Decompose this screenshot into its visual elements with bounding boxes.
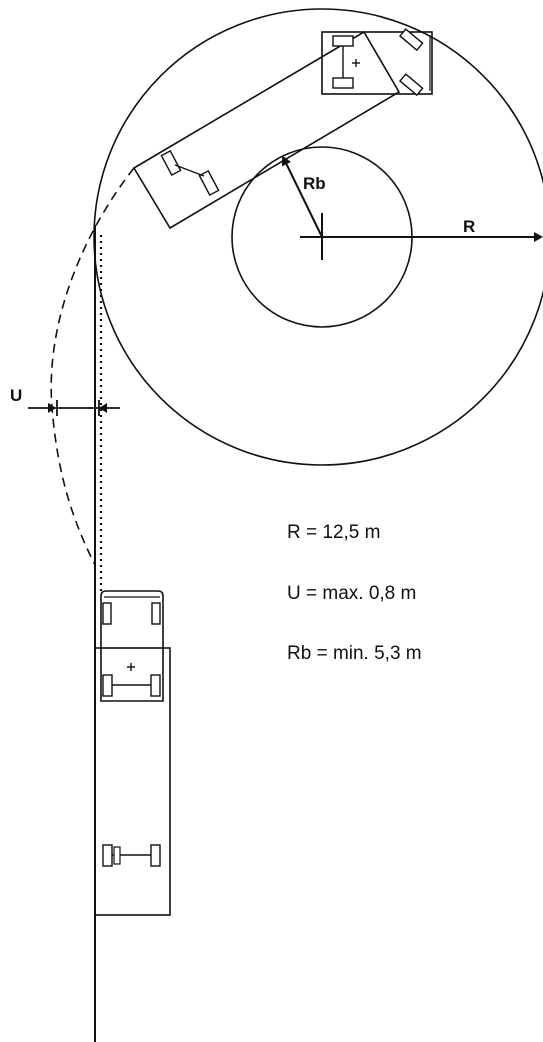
- trailer-axle-straight: [102, 844, 161, 867]
- trailer-axle-rotated: [160, 149, 220, 197]
- label-u: U: [10, 386, 22, 405]
- radius-r-arrowhead: [534, 232, 543, 242]
- cab-front-wheel-bottom: [399, 73, 424, 97]
- label-r: R: [463, 217, 475, 236]
- u-arrow-left: [48, 403, 56, 413]
- trailer-body-straight: [94, 647, 171, 916]
- cab-rotated: [321, 31, 433, 95]
- legend-u-value: U = max. 0,8 m: [287, 583, 416, 604]
- truck-straight: [94, 590, 171, 916]
- u-arrow-right: [99, 403, 107, 413]
- trailer-body-rotated: [132, 30, 401, 230]
- cab-rear-axle-straight: [102, 674, 161, 697]
- cab-rear-axle: [332, 35, 354, 89]
- cab-front-wheel-right: [151, 602, 161, 625]
- cab-front-wheel-top: [399, 28, 424, 52]
- cab-straight: [100, 590, 164, 702]
- cab-front-wheel-left: [102, 602, 112, 625]
- legend-rb-value: Rb = min. 5,3 m: [287, 643, 422, 664]
- legend-r-value: R = 12,5 m: [287, 522, 380, 543]
- radius-rb-line: [282, 155, 323, 238]
- truck-turning: [132, 28, 433, 230]
- swept-arc-dashed: [50, 167, 135, 566]
- legend: R = 12,5 m U = max. 0,8 m Rb = min. 5,3 …: [287, 522, 422, 664]
- label-rb: Rb: [303, 174, 326, 193]
